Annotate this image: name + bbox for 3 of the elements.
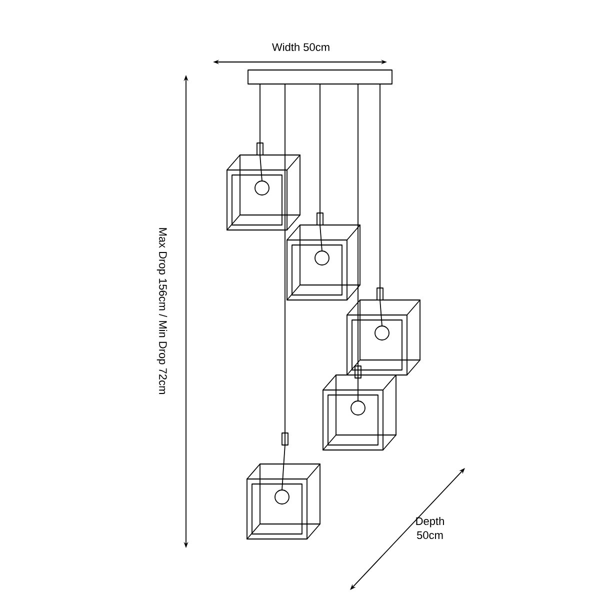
dimension-label: Depth 50cm [416,516,444,540]
dimension-label: Max Drop 156cm / Min Drop 72cm [156,228,168,394]
dimension-label: Width 50cm [272,42,330,52]
